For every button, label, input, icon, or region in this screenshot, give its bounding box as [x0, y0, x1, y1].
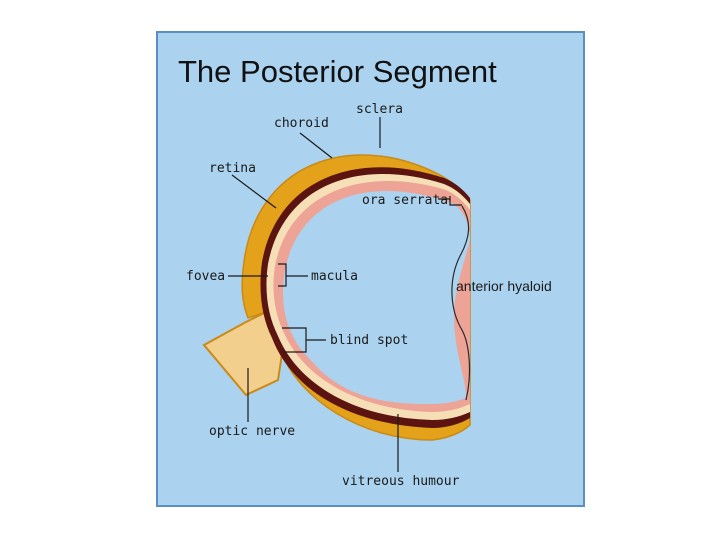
- label-retina: retina: [209, 161, 256, 176]
- label-anterior-hyaloid: anterior hyaloid: [456, 278, 552, 294]
- label-blind-spot: blind spot: [330, 333, 408, 348]
- diagram-title: The Posterior Segment: [178, 54, 497, 89]
- label-ora-serrata: ora serrata: [362, 193, 448, 208]
- anterior-hyaloid-line: [451, 205, 471, 401]
- label-macula: macula: [311, 269, 358, 284]
- label-choroid: choroid: [274, 116, 329, 131]
- label-vitreous-humour: vitreous humour: [342, 474, 460, 489]
- vitreous-humour-region: [283, 191, 470, 405]
- label-sclera: sclera: [356, 102, 403, 117]
- label-fovea: fovea: [186, 269, 225, 284]
- macula-bracket: [278, 263, 287, 287]
- label-optic-nerve: optic nerve: [209, 424, 295, 439]
- ora-serrata-leader: [438, 196, 462, 206]
- choroid-leader: [299, 132, 333, 159]
- retina-leader: [231, 174, 277, 209]
